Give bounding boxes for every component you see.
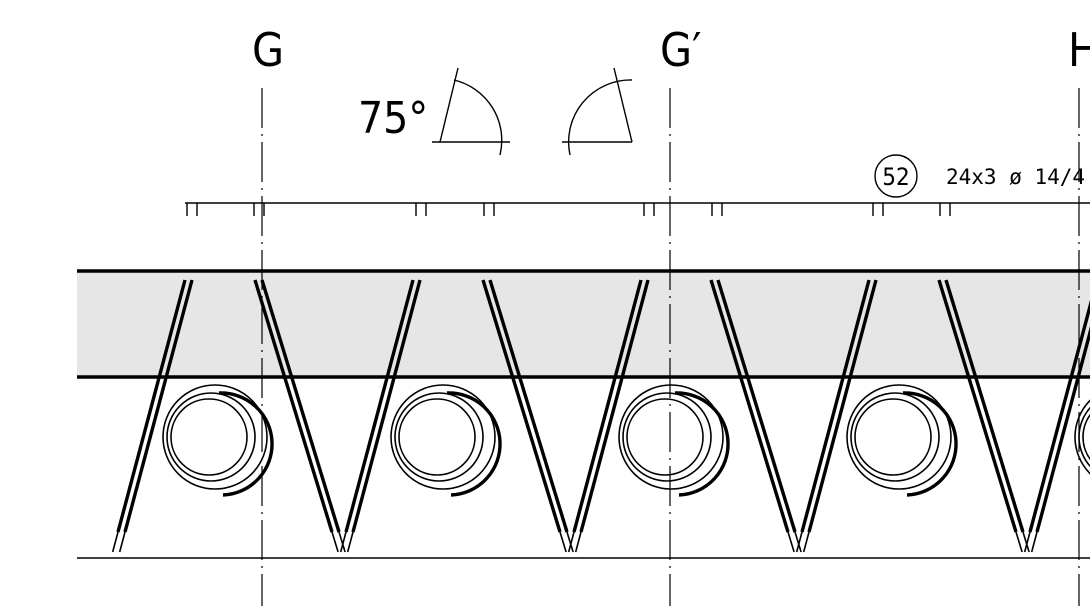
spiral-turn bbox=[846, 384, 958, 497]
spiral-leg bbox=[1023, 299, 1090, 553]
spiral-leg bbox=[481, 279, 574, 553]
position-mark-number: 52 bbox=[882, 163, 909, 191]
spiral-turn bbox=[390, 384, 502, 497]
spiral-leg bbox=[111, 279, 194, 553]
spiral-leg bbox=[795, 279, 878, 553]
spiral-leg bbox=[253, 279, 346, 553]
spiral-leg bbox=[709, 279, 802, 553]
spiral-reinforcement bbox=[111, 279, 1090, 553]
axis-label-h: H bbox=[1068, 23, 1090, 77]
spiral-leg bbox=[339, 279, 422, 553]
angle-label: 75° bbox=[358, 93, 428, 144]
angle-symbol-left bbox=[432, 67, 510, 156]
spiral-turn bbox=[1074, 399, 1090, 475]
rebar-spec: 24x3 ø 14/4 bbox=[946, 165, 1085, 189]
angle-symbol-right bbox=[562, 67, 633, 156]
axis-label-g-prime: G′ bbox=[660, 23, 701, 77]
dimension-ticks bbox=[186, 203, 951, 216]
spiral-turn bbox=[618, 384, 730, 497]
spiral-leg bbox=[567, 279, 650, 553]
slab-band bbox=[77, 271, 1090, 377]
spiral-turn bbox=[162, 384, 274, 497]
position-mark-circle bbox=[874, 154, 918, 198]
spiral-leg bbox=[937, 279, 1030, 553]
axis-label-g: G bbox=[252, 23, 284, 77]
